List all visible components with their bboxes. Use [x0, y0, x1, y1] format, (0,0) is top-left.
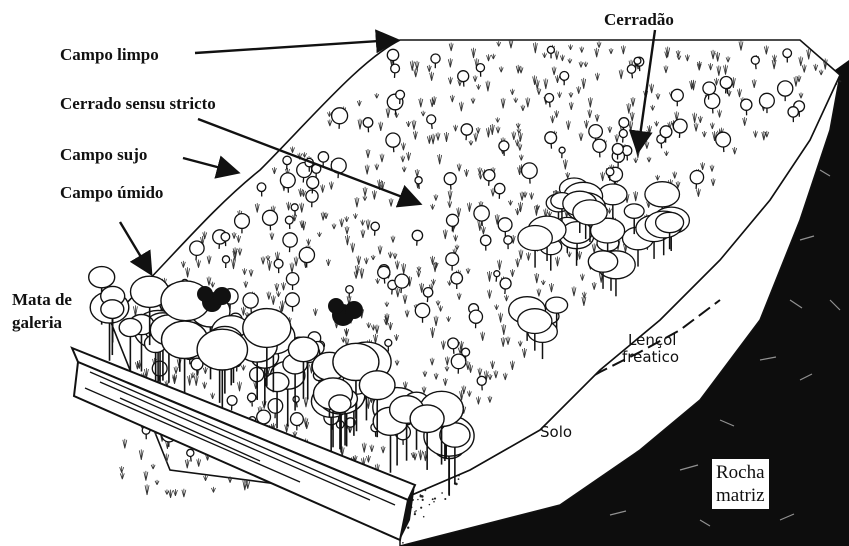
label-cerradao: Cerradão [604, 10, 674, 30]
label-mata-de-galeria: Mata de galeria [12, 290, 72, 333]
label-campo-limpo: Campo limpo [60, 45, 159, 65]
label-campo-sujo: Campo sujo [60, 145, 147, 165]
label-campo-umido: Campo úmido [60, 183, 163, 203]
arrow-campo-sujo [183, 158, 236, 172]
arrow-campo-limpo [195, 40, 395, 53]
label-cerrado-sensu-stricto: Cerrado sensu stricto [60, 94, 216, 114]
label-lencol-line2: freatico [622, 349, 679, 366]
label-mata-de-galeria-line1: Mata de [12, 290, 72, 310]
label-rocha-line1: Rocha [716, 461, 765, 484]
label-lencol-line1: Lençol [622, 332, 679, 349]
label-lencol-freatico: Lençol freatico [622, 332, 679, 366]
label-solo: Solo [540, 424, 572, 441]
label-mata-de-galeria-line2: galeria [12, 313, 72, 333]
arrow-campo-umido [120, 222, 150, 272]
label-rocha-line2: matriz [716, 484, 765, 507]
label-rocha-matriz: Rocha matriz [712, 459, 769, 509]
